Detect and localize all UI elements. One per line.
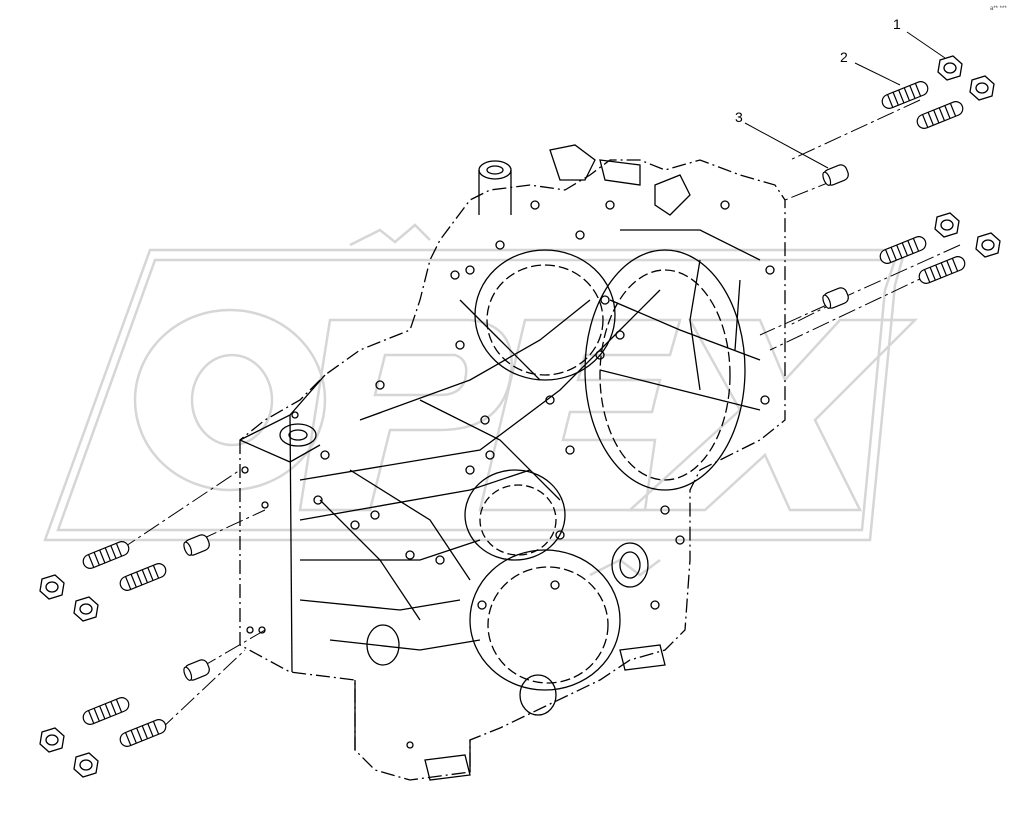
hex-nut — [73, 752, 99, 778]
watermark-logo — [43, 223, 919, 577]
dowel-parts — [183, 164, 849, 681]
callout-3: 3 — [735, 109, 743, 125]
threaded-stud — [881, 81, 929, 109]
dowel-pin — [822, 164, 849, 186]
threaded-stud — [119, 719, 167, 747]
centerlines — [119, 99, 961, 731]
dowel-pin — [822, 287, 849, 309]
hex-nut — [969, 75, 995, 101]
hex-nut — [39, 727, 65, 753]
threaded-stud — [119, 563, 167, 591]
hex-nut-parts — [39, 55, 1001, 778]
hex-nut — [39, 574, 65, 600]
hex-nut — [975, 232, 1001, 258]
dowel-pin — [183, 659, 210, 681]
hex-nut — [73, 596, 99, 622]
threaded-stud — [82, 541, 130, 569]
hex-nut — [937, 55, 963, 81]
threaded-stud — [879, 236, 927, 264]
threaded-stud — [918, 256, 966, 284]
hex-nut — [934, 212, 960, 238]
corner-mark: a** *** — [990, 6, 1007, 12]
threaded-stud — [82, 697, 130, 725]
leader-lines — [744, 31, 946, 169]
dowel-pin — [183, 534, 210, 556]
callout-2: 2 — [840, 49, 848, 65]
threaded-stud — [916, 101, 964, 129]
callout-1: 1 — [893, 16, 901, 32]
gear-housing — [239, 144, 786, 781]
